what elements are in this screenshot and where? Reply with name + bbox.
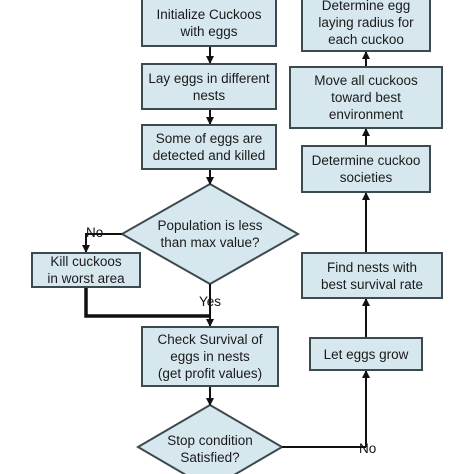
move-cuckoos-box: Move all cuckoos toward best environment xyxy=(289,66,443,129)
detect-kill-eggs-box: Some of eggs are detected and killed xyxy=(141,124,277,170)
determine-societies-box: Determine cuckoo societies xyxy=(301,145,431,193)
arrow-kill-to-merge xyxy=(84,288,210,318)
stop-condition-diamond xyxy=(136,403,284,474)
determine-radius-box: Determine egg laying radius for each cuc… xyxy=(301,0,431,52)
let-eggs-grow-box: Let eggs grow xyxy=(309,337,423,371)
kill-cuckoos-box: Kill cuckoos in worst area xyxy=(31,252,141,288)
stop-no-label: No xyxy=(359,441,377,456)
population-check-label: Population is less than max value? xyxy=(157,218,263,250)
population-no-label: No xyxy=(86,225,104,240)
find-nests-box: Find nests with best survival rate xyxy=(301,252,443,299)
arrow-population-no-to-kill xyxy=(82,233,122,253)
check-survival-box: Check Survival of eggs in nests (get pro… xyxy=(141,326,279,387)
initialize-cuckoos-box: Initialize Cuckoos with eggs xyxy=(141,0,277,47)
stop-condition-label: Stop condition Satisfied? xyxy=(167,433,253,465)
lay-eggs-box: Lay eggs in different nests xyxy=(141,63,277,110)
population-yes-label: Yes xyxy=(199,294,222,309)
